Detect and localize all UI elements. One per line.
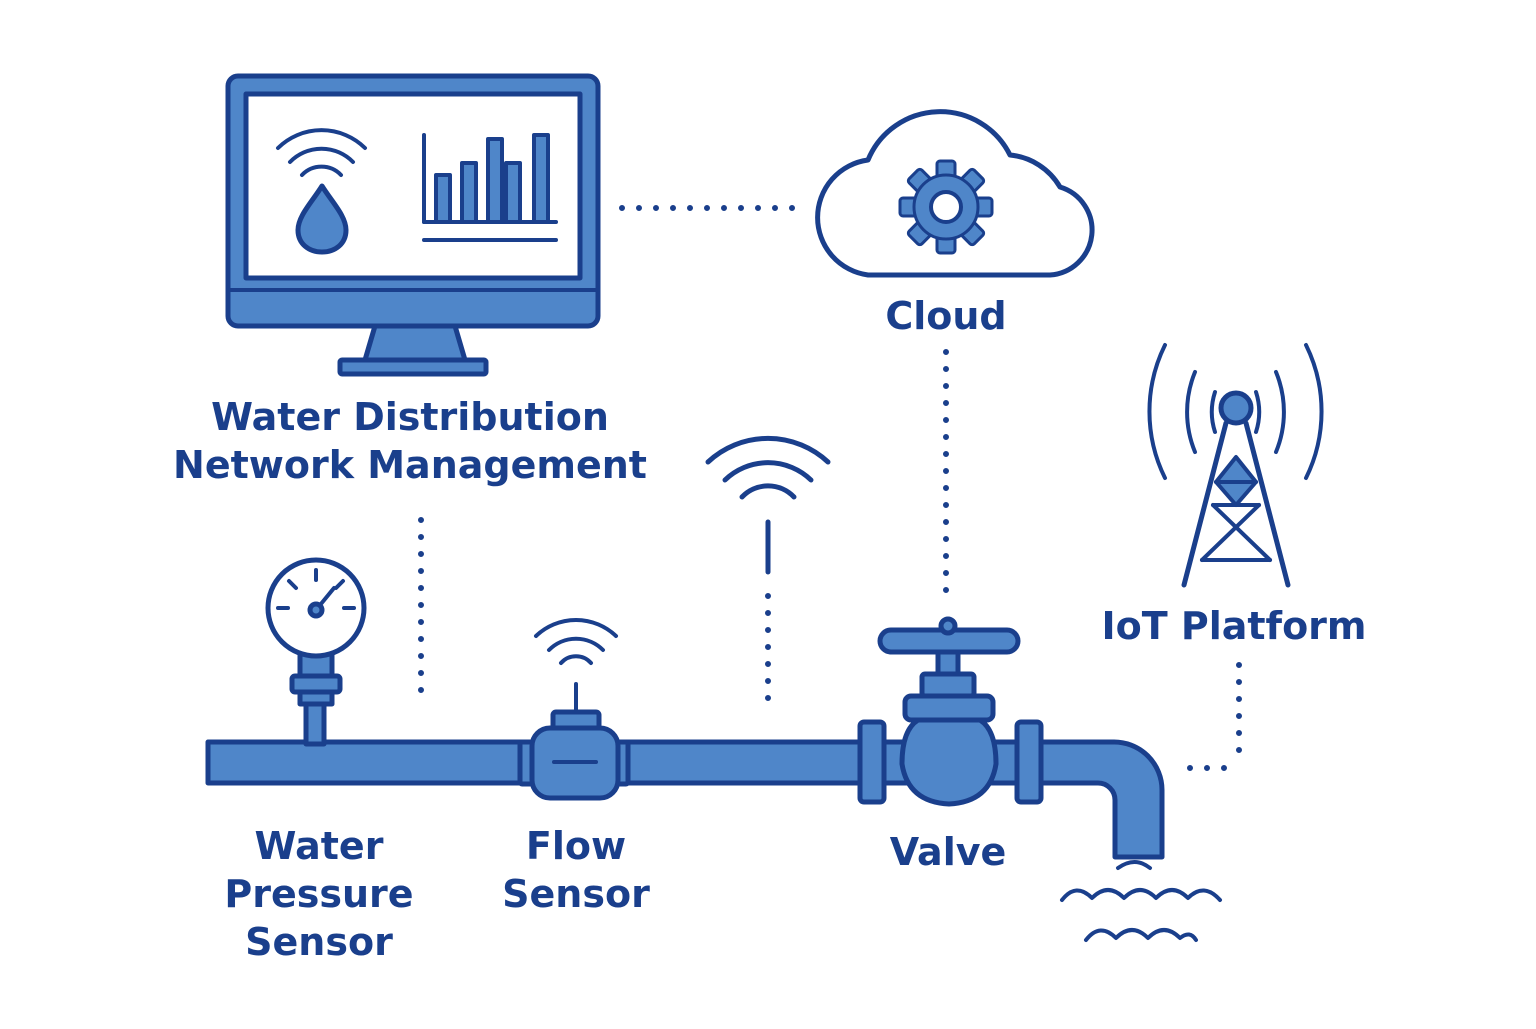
wifi-signal-icon xyxy=(276,128,367,177)
flow-sensor-label-line1: Flow xyxy=(525,824,627,868)
monitor-icon xyxy=(225,73,601,377)
bar-chart-icon xyxy=(422,133,558,242)
water-waves-icon xyxy=(1060,860,1222,942)
management-label: Water Distribution Network Management xyxy=(160,393,660,489)
management-label-line2: Network Management xyxy=(173,443,647,487)
flow-meter-icon xyxy=(517,618,631,801)
cloud-gear-icon xyxy=(815,109,1095,278)
water-drop-icon xyxy=(295,183,349,255)
pressure-sensor-label: Water Pressure Sensor xyxy=(206,822,432,966)
cell-tower-icon xyxy=(1147,343,1324,588)
valve-label: Valve xyxy=(889,830,1007,874)
wifi-signal-icon xyxy=(534,618,618,665)
pressure-gauge-icon xyxy=(265,557,367,747)
iot-platform-label: IoT Platform xyxy=(1101,604,1367,648)
valve-icon xyxy=(857,616,1044,807)
wifi-signal-icon xyxy=(705,435,831,575)
pressure-sensor-label-line2: Pressure xyxy=(224,872,414,916)
management-label-line1: Water Distribution xyxy=(211,395,609,439)
pressure-sensor-label-line3: Sensor xyxy=(245,920,393,964)
cloud-label: Cloud xyxy=(885,294,1007,338)
gear-icon xyxy=(898,159,994,255)
flow-sensor-label: Flow Sensor xyxy=(476,822,676,918)
pressure-sensor-label-line1: Water xyxy=(254,824,384,868)
dotted-connectors xyxy=(418,205,1242,771)
flow-sensor-label-line2: Sensor xyxy=(502,872,650,916)
